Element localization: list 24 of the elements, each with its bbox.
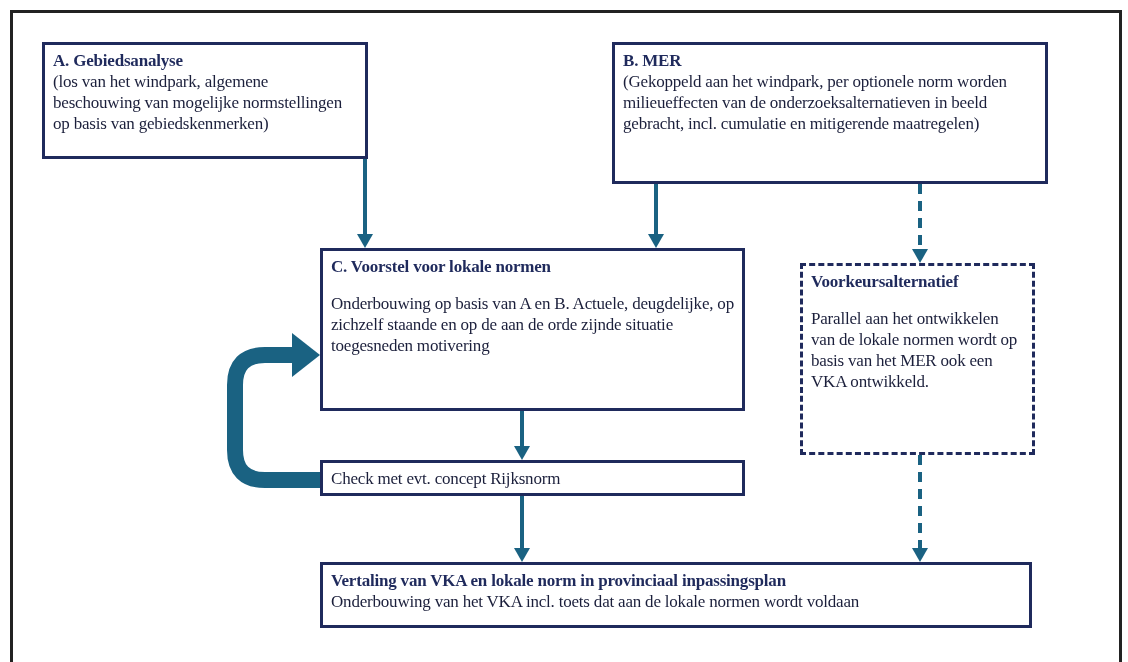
box-text: (Gekoppeld aan het windpark, per optionele norm worden milieueffecten van de onderzoeksalternatieven in beeld gebracht, incl. cumulatie en mitigerende maatregelen) [623,71,1008,134]
arrow [648,184,664,248]
process-box [320,460,745,496]
loop-arrow [227,333,320,488]
dashed-process-box [800,263,1035,455]
box-text: Onderbouwing op basis van A en B. Actuele, deugdelijke, op zichzelf staande en op de aan de orde zijnde situatie toegesneden motivering [331,293,734,356]
box-heading: Voorkeursalternatief [811,271,960,292]
process-box [612,42,1048,184]
box-heading: B. MER [623,50,683,71]
arrow [357,159,373,248]
process-box [320,562,1032,628]
process-box [42,42,368,159]
box-text: Onderbouwing van het VKA incl. toets dat aan de lokale normen wordt voldaan [331,591,861,612]
box-text: (los van het windpark, algemene beschouwing van mogelijke normstellingen op basis van gebiedskenmerken) [53,71,343,134]
box-heading: A. Gebiedsanalyse [53,50,184,71]
arrow [514,411,530,460]
arrow [912,184,928,263]
box-text: Parallel aan het ontwikkelen van de lokale normen wordt op basis van het MER ook een VKA ontwikkeld. [811,308,1019,392]
arrow [912,455,928,562]
box-text: Check met evt. concept Rijksnorm [331,468,562,489]
box-heading: C. Voorstel voor lokale normen [331,256,552,277]
process-box [320,248,745,411]
box-heading: Vertaling van VKA en lokale norm in provinciaal inpassingsplan [331,570,787,591]
arrow [514,496,530,562]
